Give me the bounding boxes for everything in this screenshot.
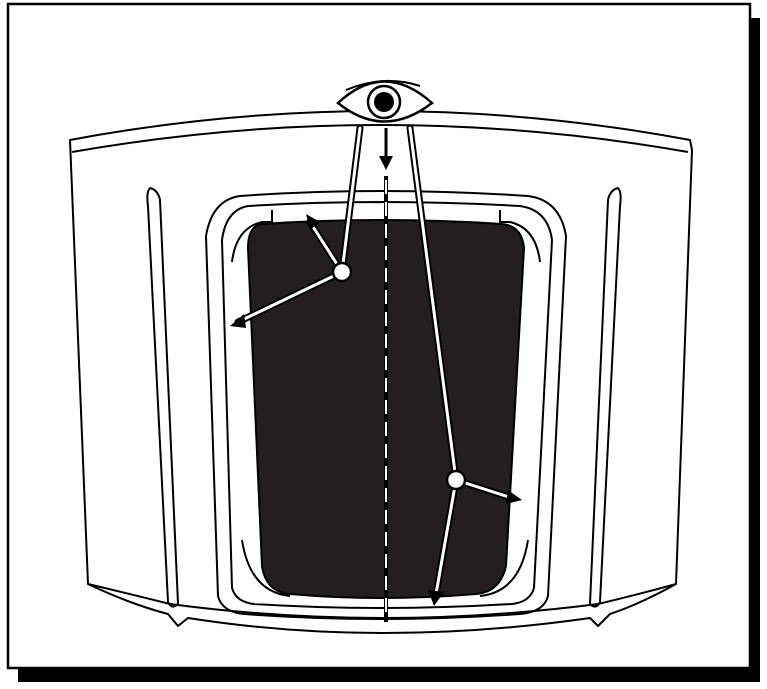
hood-left-ridge bbox=[146, 187, 179, 608]
eye-icon bbox=[336, 79, 434, 123]
hood-right-ridge bbox=[589, 187, 622, 608]
scoop-corner-tl bbox=[231, 210, 273, 263]
left-ray-arrowhead-left bbox=[230, 314, 246, 328]
hood-top-edge-inner bbox=[71, 124, 689, 153]
scoop-corner-tr bbox=[499, 210, 541, 263]
scoop-surround bbox=[204, 190, 568, 620]
right-ray-arrowhead-down bbox=[428, 590, 444, 606]
hood-front-edge bbox=[87, 583, 677, 619]
hood bbox=[69, 110, 693, 634]
center-arrow bbox=[379, 128, 393, 170]
right-ray-arrowhead-right bbox=[506, 490, 522, 504]
scoop-corner-br bbox=[479, 539, 529, 597]
right-ray-node bbox=[445, 469, 467, 491]
scoop-corner-bl bbox=[241, 539, 291, 597]
left-ray-arrowhead-up bbox=[306, 214, 320, 230]
scoop-outer bbox=[204, 190, 568, 620]
left-ray-node bbox=[331, 261, 353, 283]
scoop-inner bbox=[220, 201, 554, 609]
right-ray bbox=[406, 124, 516, 598]
